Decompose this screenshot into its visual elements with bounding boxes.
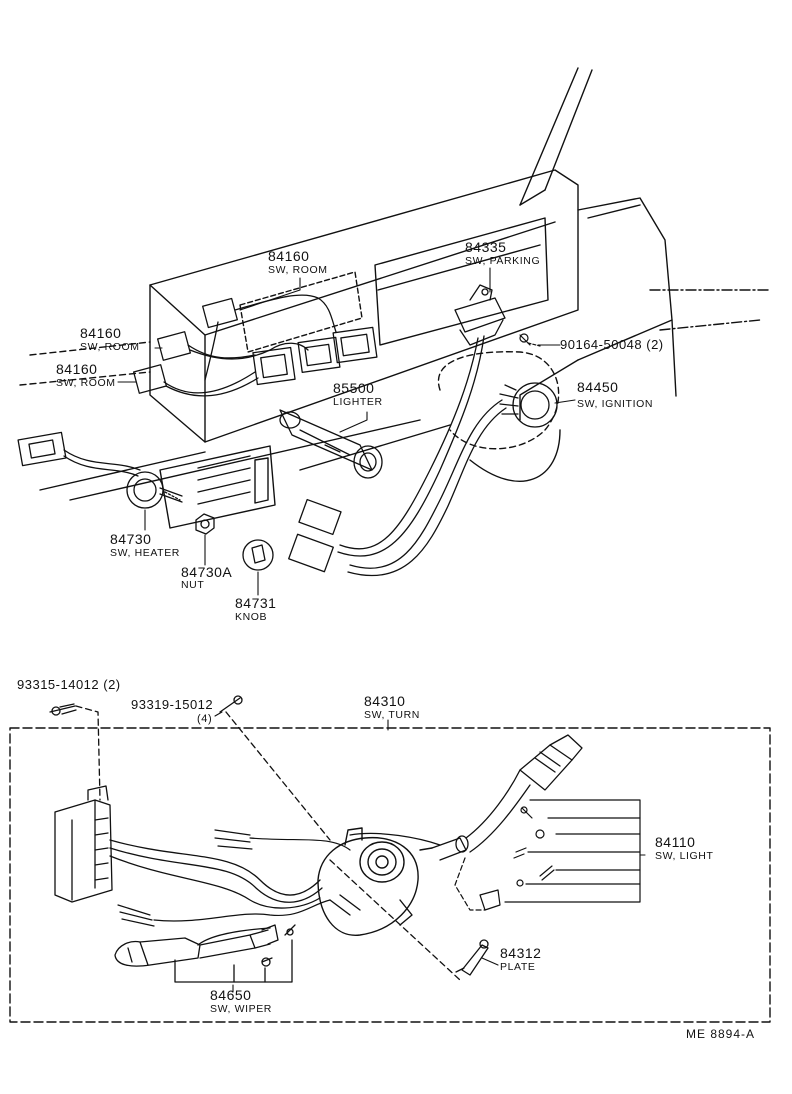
callout-84312-part: 84312 — [500, 945, 542, 961]
callout-84335-part: 84335 — [465, 239, 507, 255]
wiper-switch-lever — [114, 924, 296, 983]
callout-84730-name: SW, HEATER — [110, 547, 180, 559]
light-switch-parts — [454, 799, 641, 911]
turn-switch-body — [317, 827, 433, 936]
callout-84312-name: PLATE — [500, 961, 536, 973]
callout-84450-name: SW, IGNITION — [577, 398, 654, 410]
turn-switch-frame — [9, 727, 771, 1023]
callout-84160b-name: SW, ROOM — [80, 341, 140, 353]
callout-85500-name: LIGHTER — [333, 396, 383, 408]
leader-lines — [117, 267, 646, 993]
turn-switch-wires — [117, 829, 441, 927]
light-switch-lever — [431, 734, 583, 861]
callout-84731-part: 84731 — [235, 595, 277, 611]
callout-93319-name: (4) — [197, 713, 213, 725]
callout-84730A-part: 84730A — [181, 564, 233, 580]
plate-84312 — [455, 939, 489, 976]
ignition-switch — [288, 382, 558, 577]
callout-84310-part: 84310 — [364, 693, 406, 709]
screw-93319 — [219, 695, 461, 981]
callout-84335-name: SW, PARKING — [465, 255, 541, 267]
cigarette-lighter — [279, 409, 383, 479]
callout-90164-part: 90164-50048 (2) — [560, 337, 664, 352]
callout-84110-part: 84110 — [655, 834, 696, 850]
callout-84160b-part: 84160 — [80, 325, 122, 341]
callout-84650-name: SW, WIPER — [210, 1003, 272, 1015]
callout-93315-part: 93315-14012 (2) — [17, 677, 121, 692]
heater-switch — [17, 431, 183, 509]
callout-84310-name: SW, TURN — [364, 709, 420, 721]
turn-switch-connector — [54, 785, 323, 909]
callout-84110-name: SW, LIGHT — [655, 850, 714, 862]
screw-90164 — [519, 333, 541, 347]
callout-84160c-name: SW, ROOM — [56, 377, 116, 389]
callout-84160a-name: SW, ROOM — [268, 264, 328, 276]
parking-switch — [298, 284, 506, 557]
callout-84160a-part: 84160 — [268, 248, 310, 264]
callout-84730-part: 84730 — [110, 531, 152, 547]
knob-84731 — [242, 539, 274, 571]
screw-93315 — [49, 703, 101, 801]
callout-84650-part: 84650 — [210, 987, 252, 1003]
callout-84730A-name: NUT — [181, 579, 205, 591]
callout-93319-part: 93319-15012 — [131, 697, 214, 712]
dashboard-outline — [19, 67, 771, 529]
callout-84731-name: KNOB — [235, 611, 268, 623]
drawing-reference: ME 8894-A — [686, 1027, 756, 1041]
room-switch-group — [132, 294, 378, 397]
callout-84450-part: 84450 — [577, 379, 619, 395]
callout-84160c-part: 84160 — [56, 361, 98, 377]
nut-84730A — [195, 513, 215, 535]
callout-85500-part: 85500 — [333, 380, 375, 396]
